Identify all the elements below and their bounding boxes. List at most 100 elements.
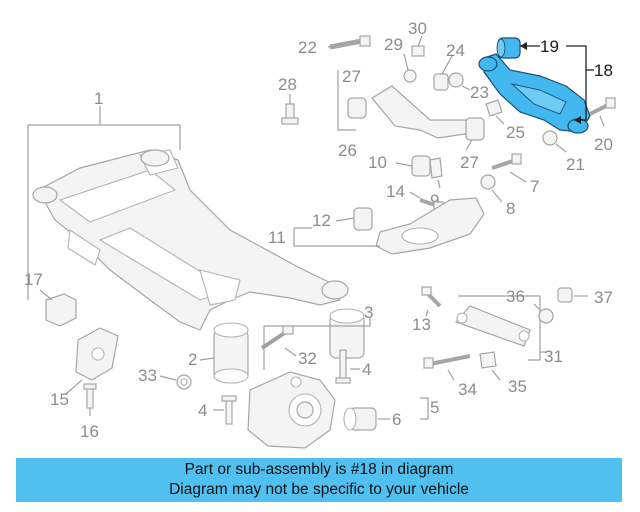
leader-9 [437,179,441,189]
callout-frame-11 [293,228,380,247]
callout-11: 11 [268,228,286,247]
callout-frame-26-27 [337,70,356,131]
washer-36 [538,308,554,324]
bolt-28 [281,103,299,125]
bolt-4-left [221,395,237,425]
callout-10: 10 [368,153,387,172]
callout-7: 7 [530,177,539,196]
callout-2: 2 [188,350,197,369]
callout-37: 37 [594,288,613,307]
nut-30 [411,45,425,57]
leader-27-lower [465,139,473,151]
callout-14: 14 [386,182,405,201]
knuckle-hub-carrier [247,371,336,449]
bolt-4-right [335,349,351,384]
bushing-27-upper [347,97,367,119]
bracket-15 [75,327,119,381]
info-banner: Part or sub-assembly is #18 in diagram D… [16,458,622,502]
leader-36 [533,303,541,311]
leader-10 [395,162,413,167]
callout-21: 21 [566,155,585,174]
leader-15 [65,379,83,395]
mount-17 [45,293,77,327]
bolt-32 [260,325,294,350]
callout-8: 8 [506,199,515,218]
trailing-link-31 [454,305,531,347]
bolt-7 [491,153,522,170]
callout-31: 31 [544,347,563,366]
washer-23 [448,72,464,88]
callout-19: 19 [540,37,559,56]
leader-30 [417,35,423,47]
upper-link-26 [371,85,480,139]
clip-25 [485,99,503,117]
bushing-2 [213,322,249,384]
bushing-10 [411,155,431,177]
banner-line-part-info: Part or sub-assembly is #18 in diagram [184,461,454,478]
bolt-20 [589,97,616,116]
spring-link-11 [375,197,485,255]
callout-4-left: 4 [198,401,207,420]
callout-17: 17 [24,270,43,289]
callout-36: 36 [506,287,525,306]
leader-14 [409,191,421,199]
leader-12 [335,217,355,222]
washer-21 [542,130,558,146]
callout-35: 35 [508,377,527,396]
leader-8 [491,189,503,203]
callout-33: 33 [138,366,157,385]
arrow-18 [574,116,581,124]
bushing-24 [433,73,449,91]
bushing-6 [343,407,377,431]
bushing-27-lower [465,117,485,141]
callout-1: 1 [94,89,103,108]
callout-6: 6 [392,410,401,429]
banner-line-disclaimer: Diagram may not be specific to your vehi… [169,481,469,498]
leader-17 [39,289,53,301]
callout-27-lower: 27 [460,153,479,172]
leader-13 [425,309,429,317]
bushing-12 [353,207,373,231]
callout-30: 30 [408,19,427,38]
callout-23: 23 [470,83,489,102]
bolt-16 [83,383,97,409]
leader-25 [495,115,505,125]
callout-9: 9 [430,191,439,210]
leader-34 [447,369,455,381]
clip-35 [479,351,497,369]
subframe-assembly [32,149,349,331]
callout-13: 13 [412,315,431,334]
bolt-34 [423,354,471,369]
washer-29 [403,69,417,83]
bracket-9 [429,157,443,179]
callout-26: 26 [338,141,357,160]
leader-35 [491,369,501,381]
callout-25: 25 [506,123,525,142]
callout-16: 16 [80,422,99,441]
callout-32: 32 [298,349,317,368]
callout-27-upper: 27 [342,67,361,86]
leader-23 [461,85,471,91]
bushing-19-highlighted[interactable] [496,37,521,59]
callout-29: 29 [384,35,403,54]
callout-28: 28 [278,75,297,94]
callout-5: 5 [430,398,439,417]
nut-37 [557,287,573,303]
washer-8 [480,174,496,190]
callout-22: 22 [298,38,317,57]
callout-3: 3 [364,303,373,322]
callout-24: 24 [446,41,465,60]
leader-22 [327,45,339,48]
bolt-22 [329,35,371,50]
callout-frame-31 [458,295,541,361]
leader-7 [509,171,527,183]
control-arm-18-highlighted[interactable] [478,53,591,134]
bolt-13 [421,286,442,308]
leader-2 [199,357,215,361]
arrow-19 [520,42,527,50]
callout-20: 20 [594,135,613,154]
leader-32 [284,347,297,357]
leader-33 [159,375,177,381]
